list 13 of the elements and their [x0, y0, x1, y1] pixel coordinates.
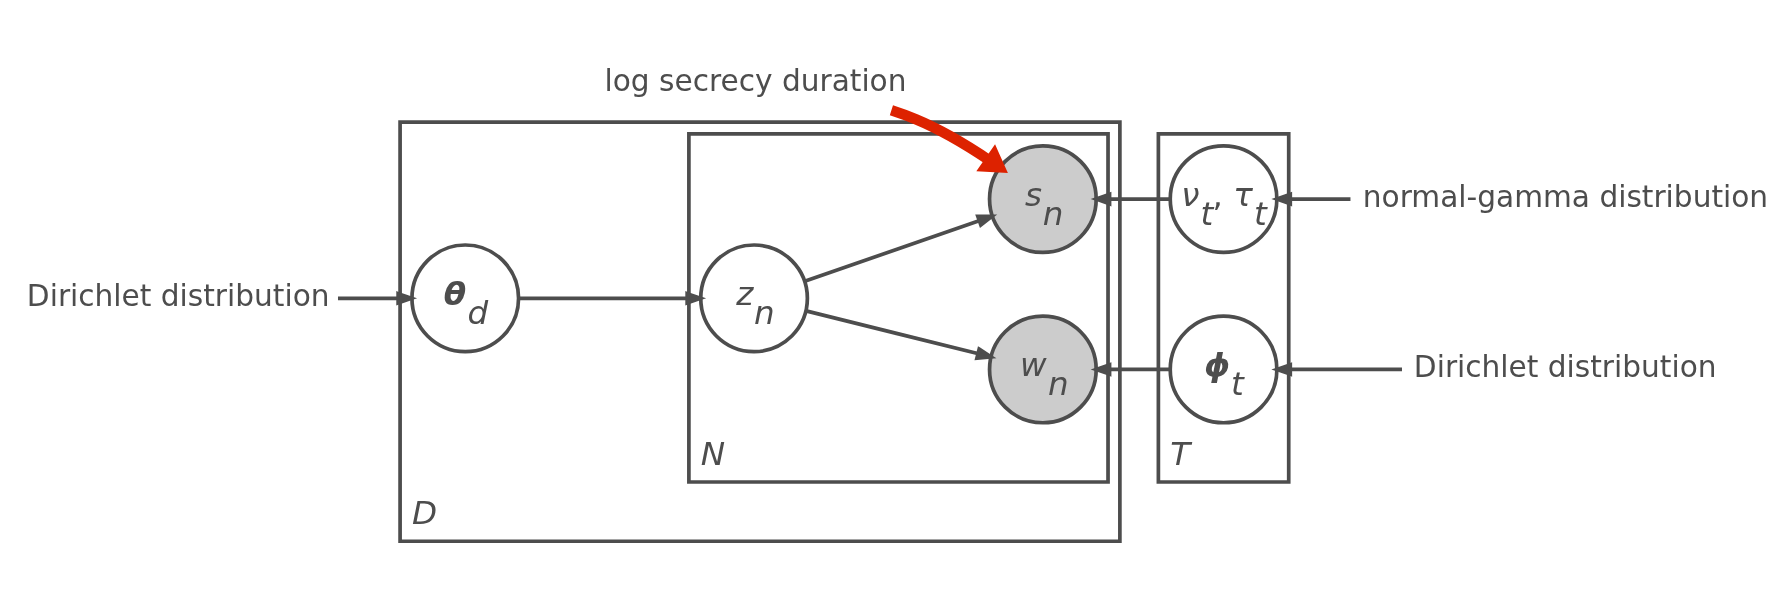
arrow [1090, 191, 1170, 206]
arrow [804, 213, 998, 283]
arrow [889, 104, 1008, 173]
node-text: Dirichlet distribution [26, 278, 330, 313]
arrow [1271, 191, 1351, 206]
arrow [1090, 361, 1170, 377]
arrow [519, 290, 707, 306]
arrow [338, 290, 418, 306]
node-text: normal-gamma distribution [1362, 179, 1769, 214]
node-text: Dirichlet distribution [1413, 349, 1717, 384]
node-text: log secrecy duration [604, 63, 907, 98]
arrow [805, 308, 997, 360]
arrow [1271, 361, 1402, 377]
